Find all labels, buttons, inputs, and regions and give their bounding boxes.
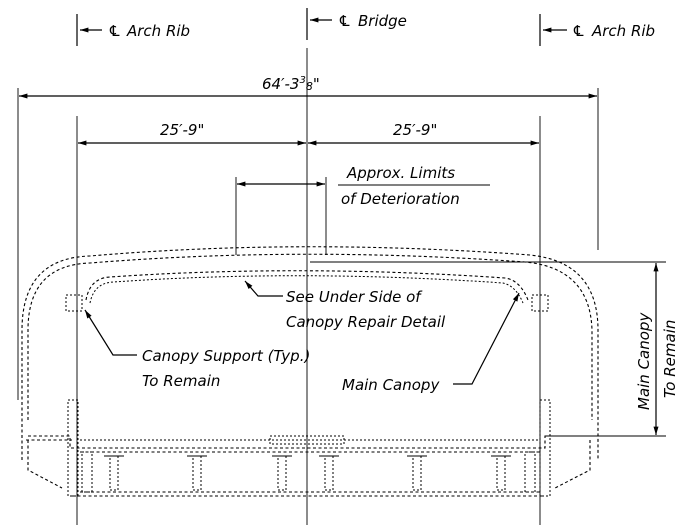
limits-note-line1: Approx. Limits	[346, 164, 455, 182]
canopy-support-note: Canopy Support (Typ.) To Remain	[84, 309, 310, 390]
centerline-symbol: ℄	[572, 22, 585, 40]
centerline-right-arch-rib: ℄ Arch Rib	[539, 14, 655, 46]
underside-note-line2: Canopy Repair Detail	[286, 313, 446, 331]
centerline-symbol: ℄	[108, 22, 121, 40]
canopy-outline	[21, 246, 599, 460]
left-half-dimension-text: 25′-9"	[160, 121, 204, 139]
main-canopy-note: Main Canopy	[342, 292, 520, 394]
centerline-symbol: ℄	[338, 12, 351, 30]
overall-dimension: 64′-338"	[17, 75, 599, 400]
centerline-bridge: ℄ Bridge	[306, 8, 407, 40]
vertical-note-line2: To Remain	[661, 320, 679, 398]
main-canopy-note-text: Main Canopy	[342, 376, 440, 394]
half-width-dimensions: 25′-9" 25′-9"	[76, 48, 541, 525]
underside-note-line1: See Under Side of	[286, 288, 423, 306]
limits-note-line2: of Deterioration	[341, 190, 460, 208]
centerline-label: Arch Rib	[126, 22, 190, 40]
deck-structure	[26, 399, 591, 497]
vertical-note-line1: Main Canopy	[635, 312, 653, 410]
right-half-dimension-text: 25′-9"	[393, 121, 437, 139]
centerline-label: Arch Rib	[591, 22, 655, 40]
centerline-left-arch-rib: ℄ Arch Rib	[76, 14, 190, 46]
support-note-line2: To Remain	[142, 372, 220, 390]
overall-dimension-text: 64′-338"	[262, 75, 320, 93]
underside-note: See Under Side of Canopy Repair Detail	[244, 280, 446, 331]
support-note-line1: Canopy Support (Typ.)	[142, 347, 310, 365]
deterioration-limits: Approx. Limits of Deterioration	[235, 164, 490, 255]
centerline-label: Bridge	[358, 12, 407, 30]
